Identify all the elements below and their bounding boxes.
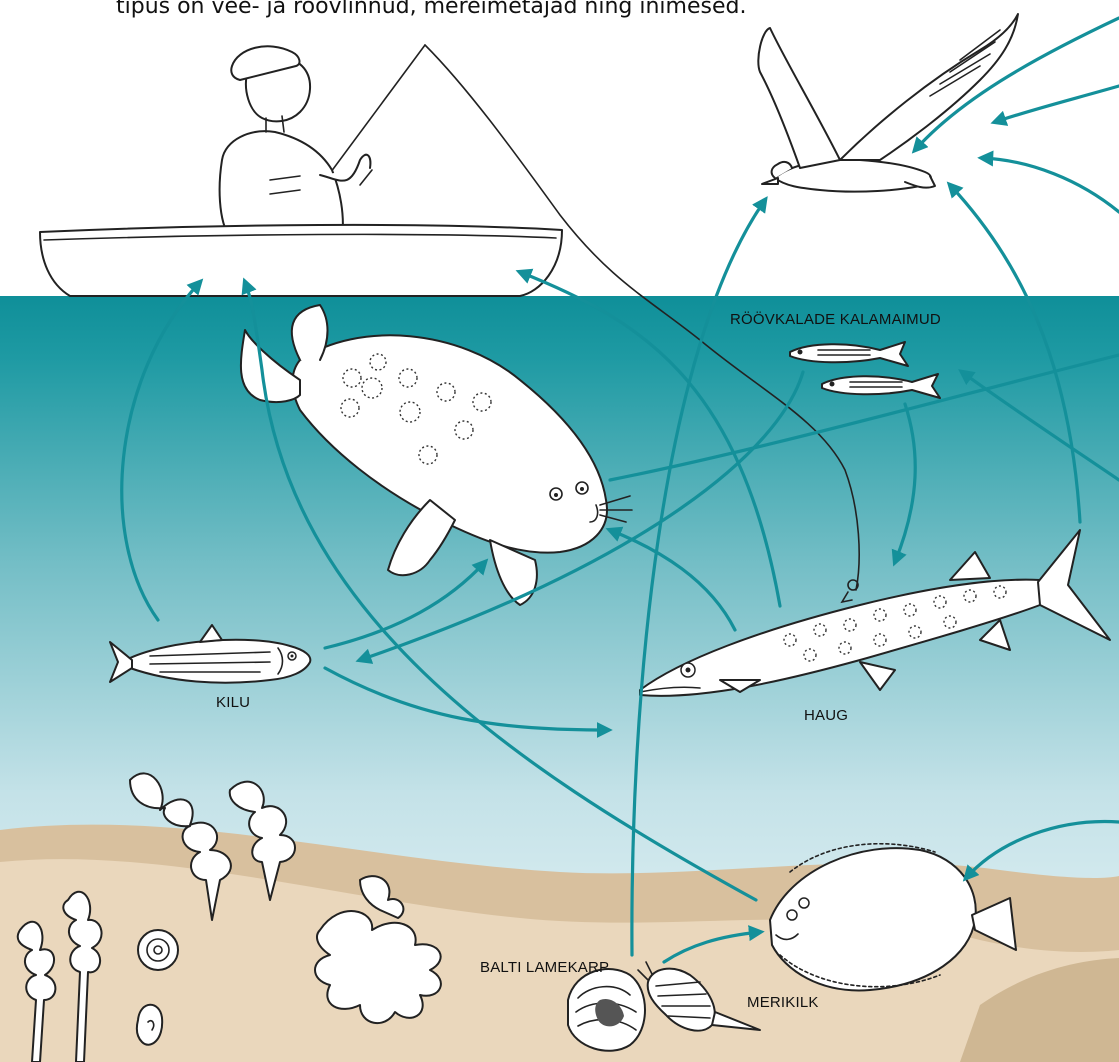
baltic-clam (568, 969, 645, 1051)
label-sprat: KILU (216, 694, 250, 711)
label-baltic-clam: BALTI LAMEKARP (480, 959, 609, 976)
label-pike: HAUG (804, 707, 848, 724)
label-predator-fry: RÖÖVKALADE KALAMAIMUD (730, 311, 941, 328)
label-isopod: MERIKILK (747, 994, 819, 1011)
caption-text: tipus on vee- ja röövlinnud, mereimetaja… (116, 0, 746, 19)
